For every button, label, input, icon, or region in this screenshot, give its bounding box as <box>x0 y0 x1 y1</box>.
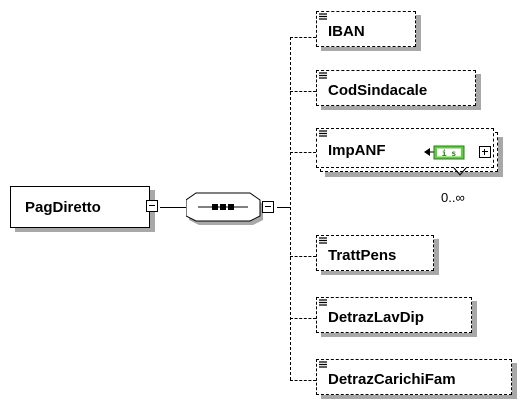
element-label-iban: IBAN <box>328 22 365 40</box>
branch-line-trattpens <box>290 256 316 257</box>
impanf-cardinality: 0..∞ <box>441 190 465 205</box>
root-to-sequence-connector <box>160 207 186 208</box>
impanf-type-badge: i s <box>424 145 465 160</box>
element-iban[interactable]: IBAN <box>316 11 416 47</box>
element-doc-icon <box>319 130 327 137</box>
impanf-expand-icon[interactable] <box>479 146 491 158</box>
sequence-collapse-icon[interactable] <box>262 201 274 213</box>
sequence-to-branch-connector <box>277 207 290 208</box>
branch-line-impanf <box>290 152 316 153</box>
type-badge-text: i s <box>442 148 457 158</box>
element-doc-icon <box>319 13 327 20</box>
sequence-compositor[interactable] <box>186 188 266 226</box>
arrow-left-icon <box>424 148 434 156</box>
element-label-detrazcarichifam: DetrazCarichiFam <box>328 370 456 388</box>
root-collapse-icon[interactable] <box>146 200 158 212</box>
element-label-trattpens: TrattPens <box>328 246 397 264</box>
element-label-codsindacale: CodSindacale <box>328 81 428 99</box>
root-element-label: PagDiretto <box>25 198 101 216</box>
element-doc-icon <box>319 361 327 368</box>
element-label-detrazlavdip: DetrazLavDip <box>328 308 424 326</box>
branch-line-codsindacale <box>290 91 316 92</box>
root-element-pagdiretto[interactable]: PagDiretto <box>10 186 150 228</box>
element-detrazlavdip[interactable]: DetrazLavDip <box>316 297 472 333</box>
element-codsindacale[interactable]: CodSindacale <box>316 70 476 106</box>
element-label-impanf: ImpANF <box>328 141 386 159</box>
sequence-compositor-icon <box>198 204 248 210</box>
branch-line-iban <box>290 37 316 38</box>
impanf-cardinality-marker <box>453 167 467 176</box>
branch-trunk-line <box>290 37 291 380</box>
element-detrazcarichifam[interactable]: DetrazCarichiFam <box>316 359 512 395</box>
element-doc-icon <box>319 237 327 244</box>
branch-line-detrazcarichifam <box>290 380 316 381</box>
branch-line-detrazlavdip <box>290 318 316 319</box>
element-trattpens[interactable]: TrattPens <box>316 235 434 271</box>
element-doc-icon <box>319 72 327 79</box>
element-doc-icon <box>319 299 327 306</box>
